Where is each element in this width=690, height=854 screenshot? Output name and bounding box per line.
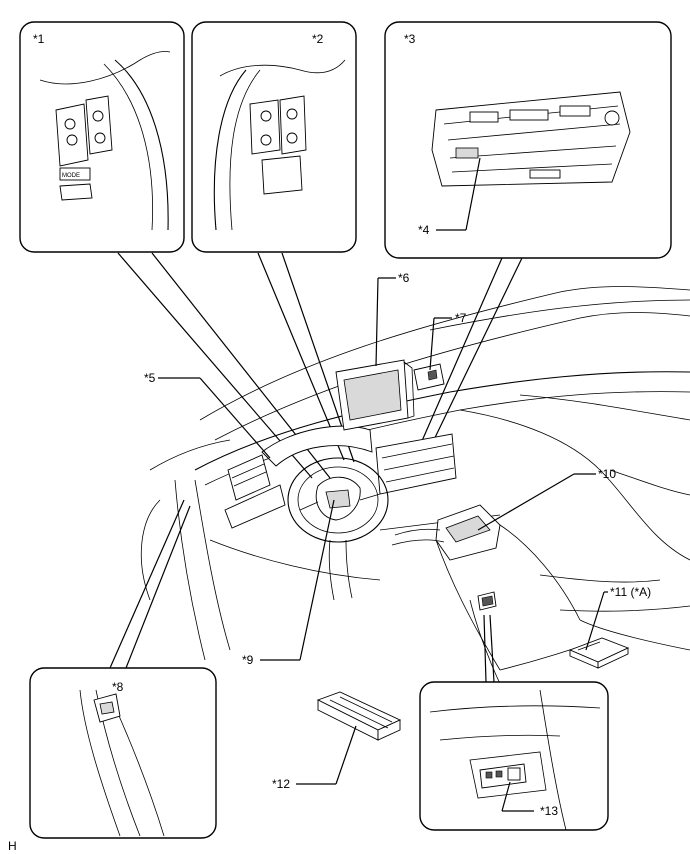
label-5: *5 xyxy=(144,371,156,385)
label-7: *7 xyxy=(455,311,467,325)
label-1: *1 xyxy=(33,32,45,46)
inset-1-steering-switch-left: MODE *1 xyxy=(19,21,185,253)
label-9: *9 xyxy=(242,653,254,667)
label-8: *8 xyxy=(112,680,124,694)
inset-13-console-switch: *13 xyxy=(419,681,609,831)
label-6: *6 xyxy=(398,271,410,285)
mode-button-text: MODE xyxy=(62,173,80,179)
main-labels: *5 *6 *7 *9 *10 *11 (*A) *12 xyxy=(144,271,651,791)
inset-2-steering-switch-right: *2 xyxy=(191,21,357,253)
label-13: *13 xyxy=(540,804,558,818)
label-3: *3 xyxy=(404,32,416,46)
inset-8-pillar-detail: *8 xyxy=(29,667,217,839)
label-11: *11 (*A) xyxy=(610,585,651,599)
label-10: *10 xyxy=(598,467,616,481)
ecu-12 xyxy=(316,691,402,741)
corner-code: H xyxy=(8,839,17,853)
label-12: *12 xyxy=(272,777,290,791)
label-4: *4 xyxy=(418,223,430,237)
label-2: *2 xyxy=(312,32,324,46)
vehicle-interior-illustration xyxy=(140,286,690,721)
module-11 xyxy=(568,637,630,669)
inset-3-audio-panel: *3 *4 xyxy=(384,21,672,259)
